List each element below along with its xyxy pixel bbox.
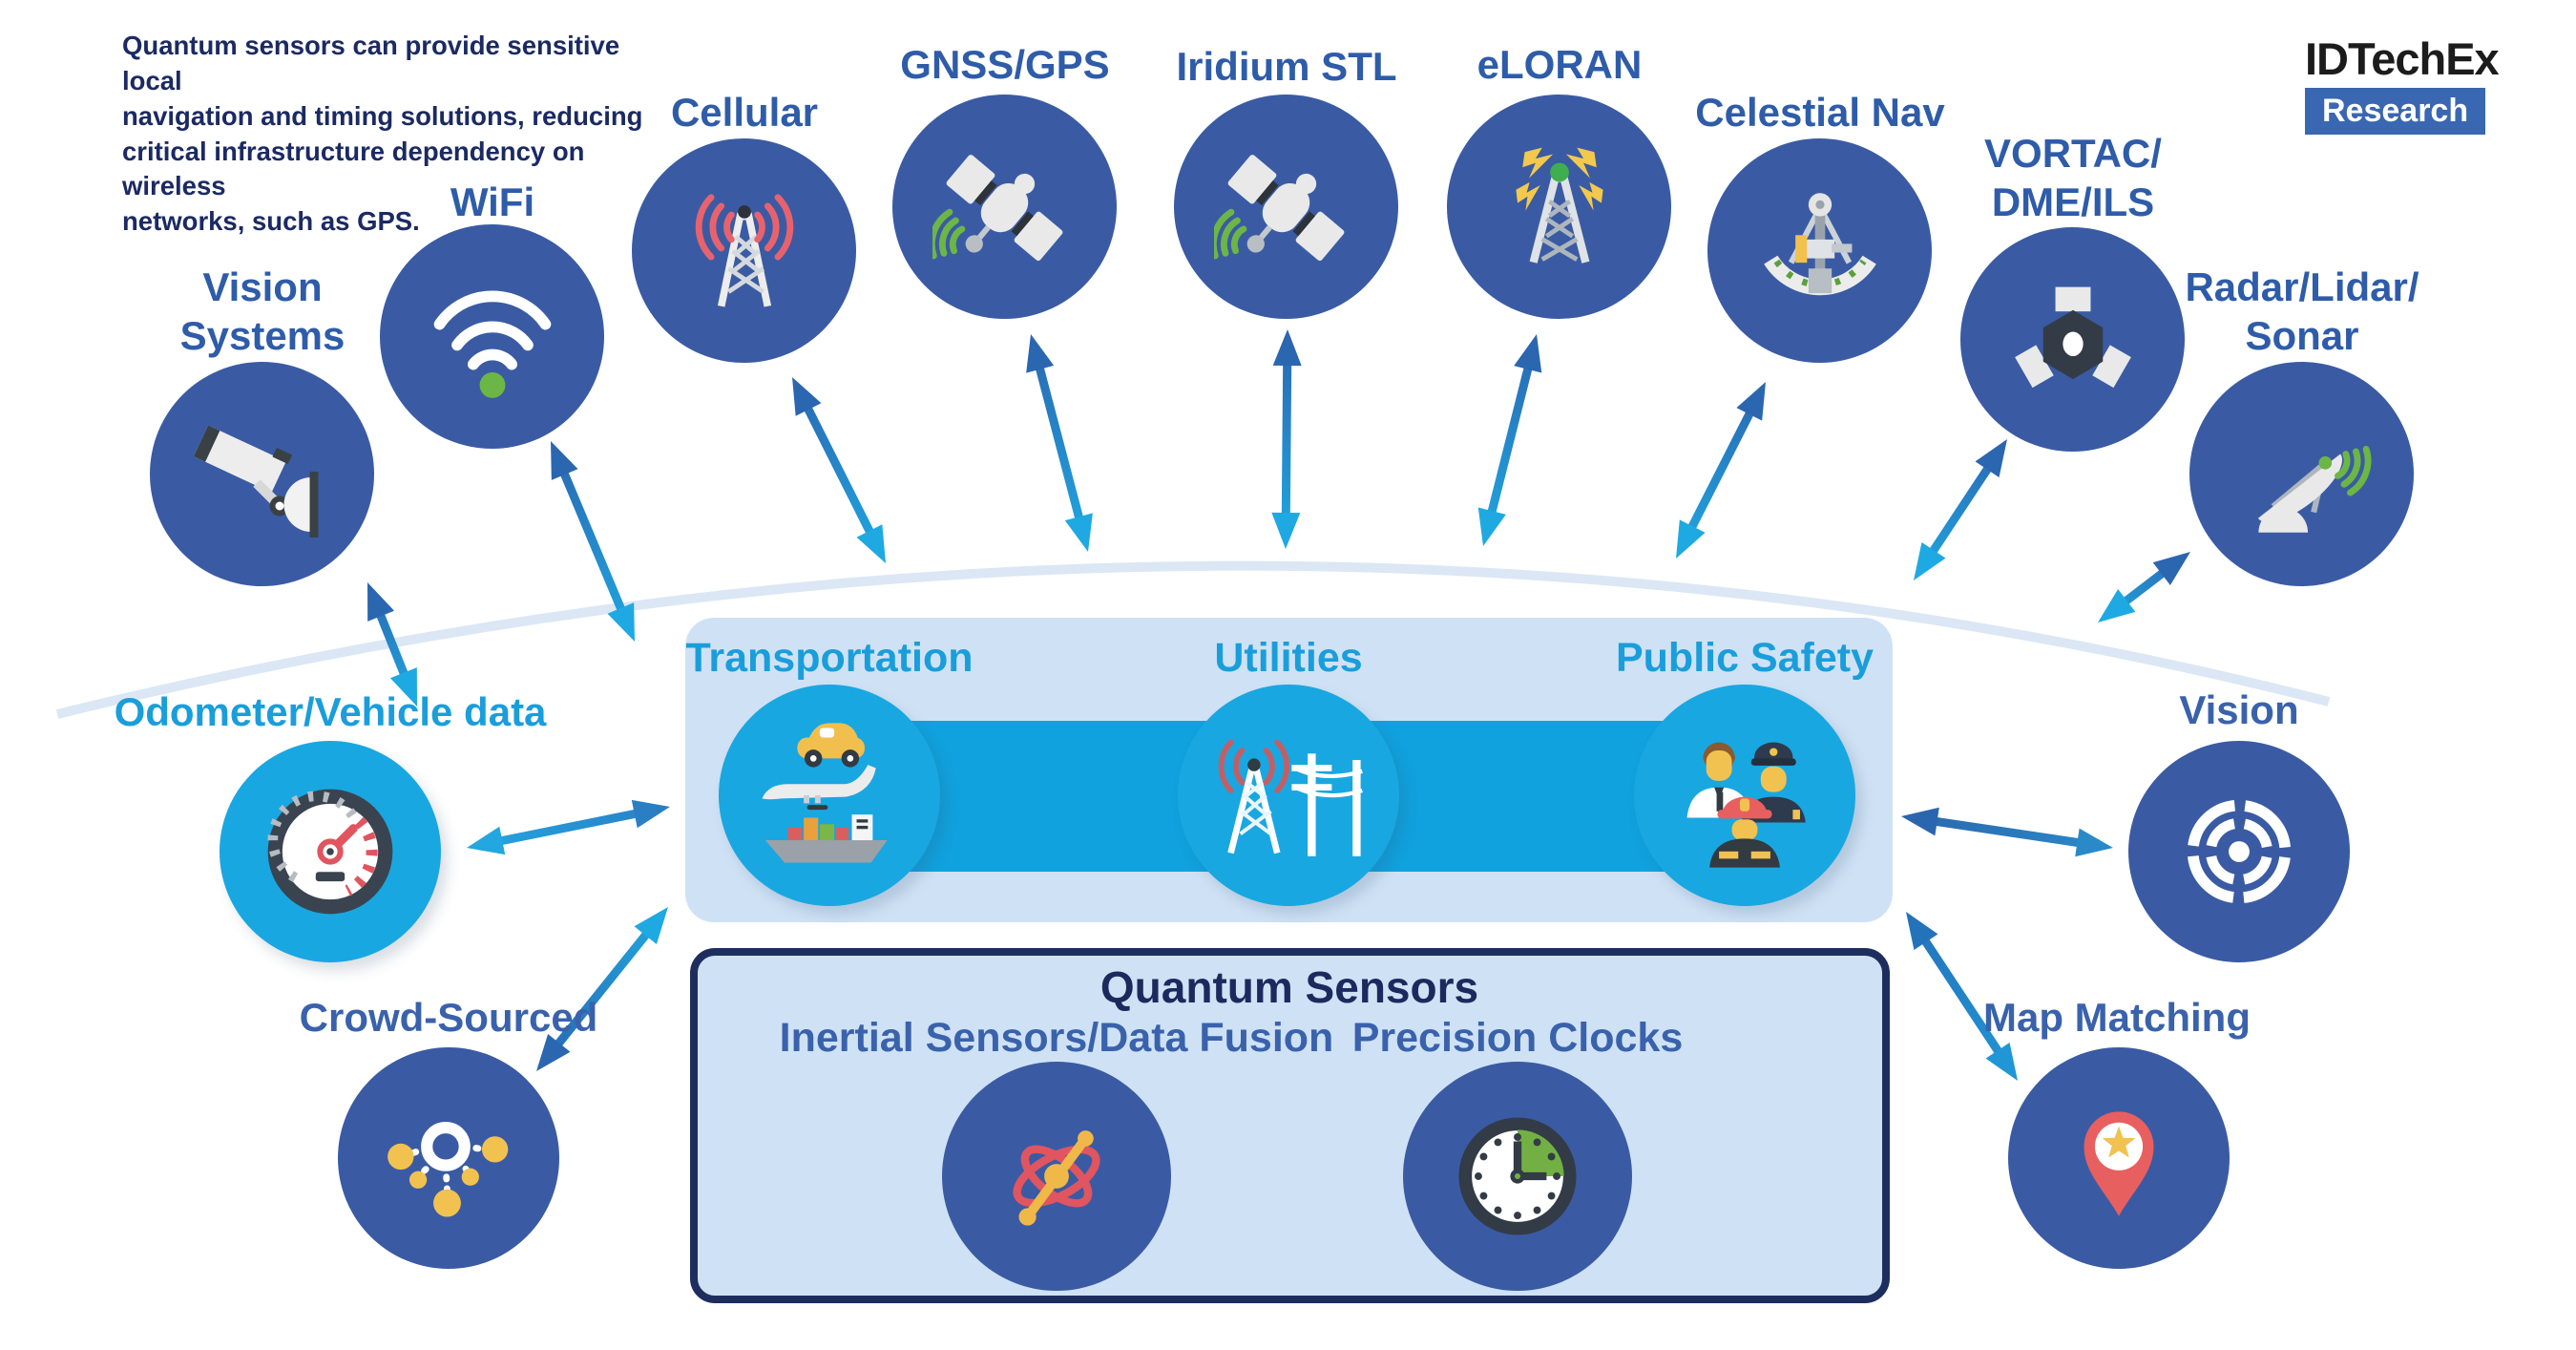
node-label: VORTAC/ DME/ILS xyxy=(1984,131,2162,225)
wifi-icon xyxy=(433,289,551,398)
speedometer-icon xyxy=(267,789,393,915)
double-arrow xyxy=(1271,329,1302,549)
odometer-circle xyxy=(220,741,441,962)
double-arrow xyxy=(1026,334,1093,552)
double-arrow xyxy=(536,907,668,1071)
double-arrow xyxy=(1676,382,1766,559)
celestial-nav-circle xyxy=(1707,138,1932,363)
cellular-circle xyxy=(632,138,856,363)
node-label: Precision Clocks xyxy=(1351,1015,1684,1061)
target-rings-icon xyxy=(2187,799,2292,904)
logo-brand-text: IDTechEx xyxy=(2305,33,2500,84)
node-label: Vision xyxy=(2179,687,2299,732)
first-responders-icon xyxy=(1686,742,1806,868)
double-arrow xyxy=(1477,334,1542,546)
node-label: Celestial Nav xyxy=(1695,90,1945,135)
vortac-circle xyxy=(1960,227,2185,452)
radio-mast-icon xyxy=(1515,147,1603,264)
double-arrow xyxy=(467,799,670,855)
power-grid-icon xyxy=(1218,739,1363,856)
double-arrow xyxy=(551,441,635,642)
horizon-arc xyxy=(55,560,2331,719)
atom-icon xyxy=(1013,1130,1100,1226)
intro-text: Quantum sensors can provide sensitive lo… xyxy=(122,31,643,237)
inertial-sensors-circle xyxy=(942,1062,1171,1291)
wifi-circle xyxy=(380,224,604,449)
node-label: GNSS/GPS xyxy=(900,42,1110,87)
node-label: Public Safety xyxy=(1615,635,1874,681)
quantum-sensors-panel xyxy=(690,948,1890,1303)
map-matching-circle xyxy=(2008,1047,2230,1269)
double-arrow xyxy=(792,377,886,563)
brand-logo: IDTechEx Research xyxy=(2305,33,2500,136)
gnss-circle xyxy=(892,95,1117,319)
sextant-icon xyxy=(1763,192,1876,295)
cell-tower-icon xyxy=(695,193,793,307)
vision-circle xyxy=(2128,741,2350,962)
vision-systems-circle xyxy=(150,362,374,586)
node-label: Iridium STL xyxy=(1176,44,1397,89)
crowd-sourced-circle xyxy=(338,1047,559,1269)
clock-icon xyxy=(1458,1117,1577,1235)
double-arrow xyxy=(1901,807,2113,857)
logo-division-badge: Research xyxy=(2305,88,2486,136)
cctv-camera-icon xyxy=(193,424,318,538)
node-label: Map Matching xyxy=(1983,995,2251,1040)
network-nodes-icon xyxy=(387,1122,509,1217)
vortac-station-icon xyxy=(2014,286,2131,388)
node-label: Inertial Sensors/Data Fusion xyxy=(779,1015,1334,1061)
double-arrow xyxy=(2098,552,2190,622)
double-arrow xyxy=(1914,439,2007,580)
satellite-icon xyxy=(932,154,1062,261)
double-arrow xyxy=(367,582,417,707)
vehicles-icon xyxy=(762,723,888,863)
node-label: Vision Systems xyxy=(179,264,346,359)
radar-dish-icon xyxy=(2257,445,2371,533)
transportation-circle xyxy=(719,685,940,906)
radar-circle xyxy=(2189,362,2414,586)
double-arrow xyxy=(1906,912,2018,1081)
precision-clocks-circle xyxy=(1403,1062,1632,1291)
node-label: Odometer/Vehicle data xyxy=(114,689,547,734)
node-label: WiFi xyxy=(450,179,535,224)
node-label: eLORAN xyxy=(1476,42,1643,87)
node-label: Utilities xyxy=(1214,635,1363,681)
satellite-icon xyxy=(1213,154,1344,261)
map-pin-star-icon xyxy=(2084,1111,2154,1216)
iridium-circle xyxy=(1174,95,1398,319)
utilities-circle xyxy=(1178,685,1399,906)
quantum-sensors-title: Quantum Sensors xyxy=(1100,962,1479,1012)
node-label: Cellular xyxy=(670,90,819,135)
node-label: Radar/Lidar/ Sonar xyxy=(2185,264,2419,359)
node-label: Crowd-Sourced xyxy=(299,995,598,1040)
node-label: Transportation xyxy=(685,635,974,681)
eloran-circle xyxy=(1447,95,1671,319)
public-safety-circle xyxy=(1634,685,1855,906)
